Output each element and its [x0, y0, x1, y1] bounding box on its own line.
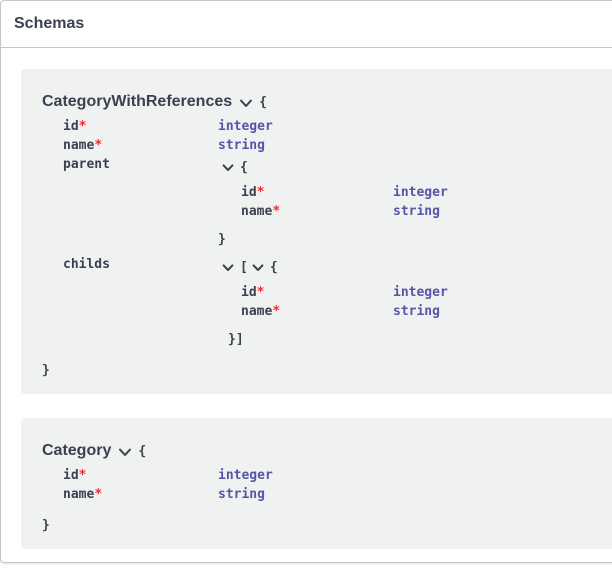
property-type: string [393, 304, 440, 319]
properties-table: id* integer name* string parent { [63, 117, 605, 349]
property-type: string [218, 138, 265, 153]
property-name: id* [63, 119, 87, 134]
property-type: string [393, 204, 440, 219]
property-name: id* [241, 285, 265, 300]
nested-array-object: [ { id* integer name* string [218, 255, 448, 349]
required-star: * [78, 119, 87, 134]
chevron-down-icon[interactable] [222, 264, 234, 272]
property-type: integer [393, 185, 448, 200]
property-name: name* [63, 138, 103, 153]
property-name: name* [241, 204, 281, 219]
brace-open: { [138, 443, 147, 459]
required-star: * [78, 468, 87, 483]
schemas-title: Schemas [14, 15, 85, 32]
required-star: * [272, 204, 281, 219]
required-star: * [256, 285, 265, 300]
schemas-header[interactable]: Schemas [1, 1, 612, 48]
bracket-open: [ [240, 260, 248, 275]
model-box-category-with-references: CategoryWithReferences { id* integer nam… [21, 69, 612, 394]
properties-table: id* integer name* string [63, 466, 605, 504]
property-name: id* [241, 185, 265, 200]
property-row: id* integer [241, 183, 448, 202]
property-name: childs [63, 257, 110, 272]
model-title: Category [42, 442, 112, 459]
property-row: id* integer [241, 283, 448, 302]
brace-close: } [42, 518, 50, 533]
model-toggle-category-with-references[interactable]: CategoryWithReferences { [42, 93, 605, 111]
property-row: id* integer [63, 117, 605, 136]
property-row: name* string [241, 302, 448, 321]
property-name: id* [63, 468, 87, 483]
required-star: * [272, 304, 281, 319]
property-row-childs: childs [ { id* [63, 255, 605, 349]
property-row: name* string [63, 136, 605, 155]
chevron-down-icon[interactable] [222, 164, 234, 172]
property-name: parent [63, 157, 110, 172]
required-star: * [256, 185, 265, 200]
property-type: integer [218, 468, 273, 483]
chevron-down-icon[interactable] [239, 99, 253, 108]
chevron-down-icon[interactable] [252, 264, 264, 272]
property-type: string [218, 487, 265, 502]
model-box-category: Category { id* integer name* string } [21, 418, 612, 549]
property-row: name* string [63, 485, 605, 504]
property-name: name* [63, 487, 103, 502]
brace-open: { [259, 94, 267, 110]
model-title: CategoryWithReferences [42, 93, 233, 110]
brace-close: } [42, 363, 50, 378]
property-type: integer [218, 119, 273, 134]
property-name: name* [241, 304, 281, 319]
property-row: id* integer [63, 466, 605, 485]
nested-properties-table: id* integer name* string [241, 283, 448, 321]
nested-properties-table: id* integer name* string [241, 183, 448, 221]
property-row-parent: parent { id* integer nam [63, 155, 605, 249]
brace-close: } [218, 232, 226, 247]
property-row: name* string [241, 202, 448, 221]
property-type: integer [393, 285, 448, 300]
model-toggle-category[interactable]: Category { [42, 442, 605, 460]
chevron-down-icon[interactable] [118, 448, 132, 457]
brace-open: { [240, 160, 248, 175]
array-brace-close: }] [228, 332, 244, 347]
required-star: * [94, 138, 103, 153]
brace-open: { [269, 260, 278, 275]
required-star: * [94, 487, 103, 502]
nested-object: { id* integer name* string } [218, 155, 448, 249]
